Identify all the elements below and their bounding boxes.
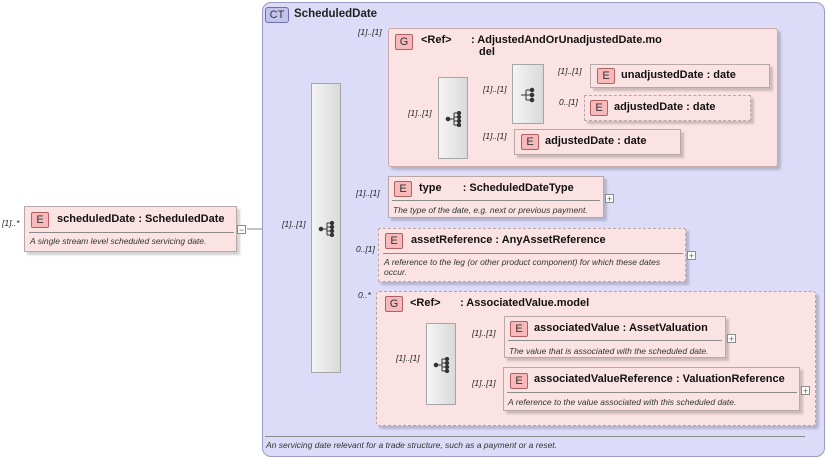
element-title: type : ScheduledDateType xyxy=(419,182,574,194)
element-description: The type of the date, e.g. next or previ… xyxy=(393,205,588,215)
group-badge: G xyxy=(395,34,413,50)
element-name: adjustedDate xyxy=(614,101,684,113)
complex-type-badge: CT xyxy=(265,7,289,23)
element-type: : ValuationReference xyxy=(675,373,785,385)
element-type: : AnyAssetReference xyxy=(495,234,606,246)
element-type: : AssetValuation xyxy=(622,322,708,334)
expand-icon[interactable]: + xyxy=(687,251,696,261)
element-badge: E xyxy=(510,321,528,337)
inner-sequence-multiplicity: [1]..[1] xyxy=(408,108,432,118)
group-adjusted-name-line2: del xyxy=(479,46,495,58)
group-associated-multiplicity: 0..* xyxy=(358,290,371,300)
sequence-icon xyxy=(445,111,462,127)
expand-icon[interactable]: + xyxy=(605,194,614,204)
associated-value-reference-multiplicity: [1]..[1] xyxy=(472,378,496,388)
inner-sequence-compositor[interactable] xyxy=(438,77,468,159)
element-badge: E xyxy=(590,100,608,116)
element-title: unadjustedDate : date xyxy=(621,69,736,81)
element-name: associatedValueReference xyxy=(534,373,673,385)
element-name: type xyxy=(419,182,442,194)
element-associated-value[interactable]: E associatedValue : AssetValuation The v… xyxy=(504,316,726,358)
element-badge: E xyxy=(385,233,403,249)
group-ref-label: <Ref> xyxy=(421,34,452,46)
root-element-box[interactable]: E scheduledDate : ScheduledDate A single… xyxy=(24,206,237,252)
choice-icon xyxy=(521,87,535,103)
element-adjusted-date-optional[interactable]: E adjustedDate : date xyxy=(584,95,751,121)
element-title: associatedValue : AssetValuation xyxy=(534,322,708,334)
asset-reference-multiplicity: 0..[1] xyxy=(356,244,375,254)
divider xyxy=(392,200,600,201)
element-badge: E xyxy=(31,212,49,228)
element-name: unadjustedDate xyxy=(621,69,704,81)
element-type: : ScheduledDateType xyxy=(462,182,574,194)
element-adjusted-date[interactable]: E adjustedDate : date xyxy=(514,129,681,155)
element-badge: E xyxy=(394,181,412,197)
root-element-description: A single stream level scheduled servicin… xyxy=(30,236,207,246)
divider xyxy=(29,232,234,233)
root-element-name: scheduledDate xyxy=(57,213,136,225)
expand-icon[interactable]: + xyxy=(801,386,810,396)
type-multiplicity: [1]..[1] xyxy=(356,188,380,198)
element-asset-reference[interactable]: E assetReference : AnyAssetReference A r… xyxy=(378,228,686,282)
unadjusted-multiplicity: [1]..[1] xyxy=(558,66,582,76)
expand-icon[interactable]: + xyxy=(727,334,736,344)
group-associated-name: : AssociatedValue.model xyxy=(460,297,590,309)
element-badge: E xyxy=(510,373,528,389)
sequence-multiplicity: [1]..[1] xyxy=(282,219,306,229)
divider xyxy=(507,392,797,393)
element-title: adjustedDate : date xyxy=(545,135,646,147)
choice-compositor[interactable] xyxy=(512,64,544,124)
group-adjusted-name-line1: : AdjustedAndOrUnadjustedDate.mo xyxy=(471,34,662,46)
root-element-title: scheduledDate : ScheduledDate xyxy=(57,213,225,225)
element-name: assetReference xyxy=(411,234,493,246)
group-badge: G xyxy=(385,296,403,312)
sequence-icon xyxy=(433,357,450,373)
element-type: : date xyxy=(617,135,647,147)
element-description: The value that is associated with the sc… xyxy=(509,346,709,356)
assoc-sequence-compositor[interactable] xyxy=(426,323,456,405)
element-type-box[interactable]: E type : ScheduledDateType The type of t… xyxy=(388,176,604,218)
complex-type-title: ScheduledDate xyxy=(294,8,378,20)
root-element-type: ScheduledDate xyxy=(145,213,225,225)
assoc-sequence-multiplicity: [1]..[1] xyxy=(396,353,420,363)
collapse-icon[interactable]: − xyxy=(237,225,246,235)
group-adjusted-multiplicity: [1]..[1] xyxy=(358,27,382,37)
element-description: A reference to the value associated with… xyxy=(508,397,737,407)
element-title: adjustedDate : date xyxy=(614,101,715,113)
element-title: associatedValueReference : ValuationRefe… xyxy=(534,373,785,385)
root-element-colon: : xyxy=(138,213,142,225)
choice-multiplicity: [1]..[1] xyxy=(483,84,507,94)
element-description-line1: A reference to the leg (or other product… xyxy=(384,257,661,267)
element-title: assetReference : AnyAssetReference xyxy=(411,234,606,246)
complex-type-description: An servicing date relevant for a trade s… xyxy=(266,440,558,450)
element-badge: E xyxy=(597,68,615,84)
adjusted-multiplicity: [1]..[1] xyxy=(483,131,507,141)
element-description: A reference to the leg (or other product… xyxy=(384,257,660,277)
divider xyxy=(383,253,683,254)
complex-type-divider xyxy=(265,436,805,437)
element-type: : date xyxy=(686,101,716,113)
element-name: associatedValue xyxy=(534,322,620,334)
sequence-compositor[interactable] xyxy=(311,83,341,373)
element-unadjusted-date[interactable]: E unadjustedDate : date xyxy=(590,64,770,88)
root-multiplicity: [1]..* xyxy=(2,218,20,228)
element-type: : date xyxy=(706,69,736,81)
element-description-line2: occur. xyxy=(384,267,407,277)
element-badge: E xyxy=(521,134,539,150)
element-name: adjustedDate xyxy=(545,135,615,147)
sequence-icon xyxy=(318,221,335,237)
group-adjusted-title: : AdjustedAndOrUnadjustedDate.mo del xyxy=(471,34,662,58)
element-associated-value-reference[interactable]: E associatedValueReference : ValuationRe… xyxy=(503,367,800,411)
divider xyxy=(508,340,722,341)
group-ref-label: <Ref> xyxy=(410,297,441,309)
associated-value-multiplicity: [1]..[1] xyxy=(472,328,496,338)
adjusted-optional-multiplicity: 0..[1] xyxy=(559,97,578,107)
